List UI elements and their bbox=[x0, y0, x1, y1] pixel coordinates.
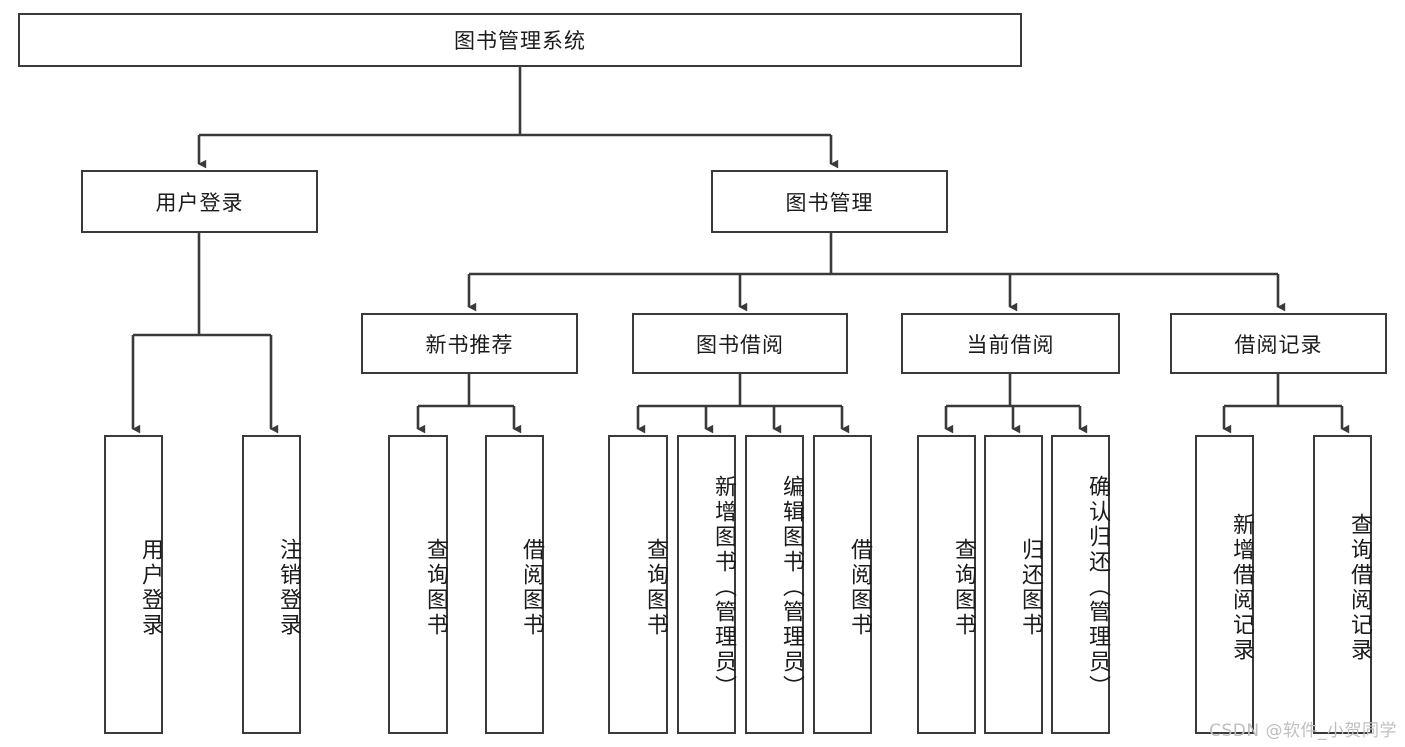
leaf-return-book-label: 归还图书 bbox=[1018, 537, 1043, 638]
leaf-confirm-return-admin[interactable]: 确认归还（管理员） bbox=[1051, 435, 1110, 734]
node-user-login-label: 用户登录 bbox=[155, 190, 244, 215]
leaf-query-borrow-record-label: 查询借阅记录 bbox=[1347, 512, 1372, 663]
leaf-recommend-borrow-book[interactable]: 借阅图书 bbox=[485, 435, 544, 734]
leaf-recommend-query-book[interactable]: 查询图书 bbox=[388, 435, 448, 734]
leaf-current-query-book[interactable]: 查询图书 bbox=[917, 435, 976, 734]
leaf-add-book-admin-label: 新增图书（管理员） bbox=[711, 475, 736, 700]
leaf-logout[interactable]: 注销登录 bbox=[242, 435, 301, 734]
leaf-user-login[interactable]: 用户登录 bbox=[104, 435, 163, 734]
node-root-label: 图书管理系统 bbox=[454, 29, 586, 53]
leaf-edit-book-admin[interactable]: 编辑图书（管理员） bbox=[745, 435, 804, 734]
node-book-borrow-label: 图书借阅 bbox=[696, 332, 784, 357]
leaf-borrow-book-label: 借阅图书 bbox=[847, 537, 872, 638]
node-book-management-label: 图书管理 bbox=[785, 190, 874, 215]
node-user-login[interactable]: 用户登录 bbox=[81, 170, 318, 233]
node-current-borrow-label: 当前借阅 bbox=[966, 332, 1055, 357]
node-book-borrow[interactable]: 图书借阅 bbox=[632, 313, 848, 374]
leaf-confirm-return-admin-label: 确认归还（管理员） bbox=[1085, 475, 1110, 700]
leaf-add-borrow-record-label: 新增借阅记录 bbox=[1229, 512, 1254, 663]
leaf-borrow-query-book[interactable]: 查询图书 bbox=[608, 435, 668, 734]
node-root[interactable]: 图书管理系统 bbox=[18, 13, 1022, 67]
leaf-edit-book-admin-label: 编辑图书（管理员） bbox=[779, 475, 804, 700]
node-borrow-record[interactable]: 借阅记录 bbox=[1170, 313, 1387, 374]
csdn-watermark: CSDN @软件_小贺同学 bbox=[1209, 721, 1397, 741]
leaf-add-borrow-record[interactable]: 新增借阅记录 bbox=[1195, 435, 1254, 734]
leaf-query-borrow-record[interactable]: 查询借阅记录 bbox=[1313, 435, 1372, 734]
leaf-recommend-borrow-book-label: 借阅图书 bbox=[519, 537, 544, 638]
node-new-book-recommend-label: 新书推荐 bbox=[425, 332, 514, 357]
node-book-management[interactable]: 图书管理 bbox=[711, 170, 948, 233]
leaf-add-book-admin[interactable]: 新增图书（管理员） bbox=[677, 435, 736, 734]
leaf-borrow-book[interactable]: 借阅图书 bbox=[813, 435, 872, 734]
leaf-borrow-query-book-label: 查询图书 bbox=[643, 537, 668, 638]
leaf-logout-label: 注销登录 bbox=[276, 537, 301, 638]
node-borrow-record-label: 借阅记录 bbox=[1234, 332, 1323, 357]
leaf-user-login-label: 用户登录 bbox=[138, 537, 163, 638]
node-current-borrow[interactable]: 当前借阅 bbox=[901, 313, 1120, 374]
leaf-recommend-query-book-label: 查询图书 bbox=[423, 537, 448, 638]
leaf-return-book[interactable]: 归还图书 bbox=[984, 435, 1043, 734]
node-new-book-recommend[interactable]: 新书推荐 bbox=[361, 313, 578, 374]
leaf-current-query-book-label: 查询图书 bbox=[951, 537, 976, 638]
